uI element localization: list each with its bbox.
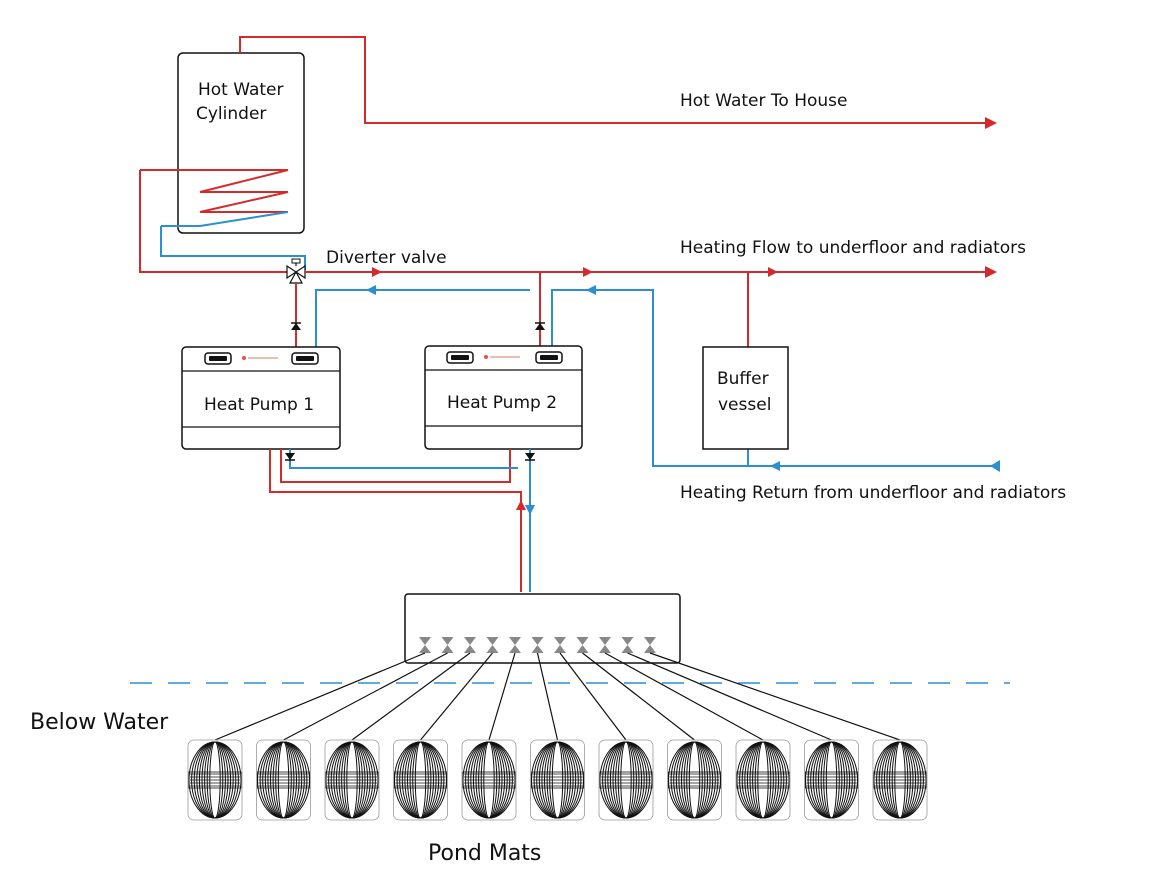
pond-loop-pipes (269, 449, 535, 592)
cylinder-coil-return (161, 211, 289, 227)
hot-water-cylinder-label-line2: Cylinder (196, 104, 266, 124)
pond-mat-coil-icon (804, 739, 859, 821)
manifold-port-valve-icon (621, 637, 634, 653)
manifold-port-valve-icon (644, 637, 656, 653)
mat-feed-line (604, 652, 764, 741)
diverter-valve-icon (286, 258, 306, 284)
pond-mat-coil-icon (530, 739, 585, 821)
heat-pump-2: Heat Pump 2 (424, 345, 583, 450)
manifold-port-valve-icon (599, 637, 611, 653)
pond-mat-coil-icon (872, 739, 928, 821)
mat-feed-line (649, 652, 901, 741)
cylinder-coil (140, 169, 289, 213)
heat-pump-1-label: Heat Pump 1 (204, 395, 314, 415)
mat-feed-line (559, 652, 627, 741)
manifold-port-valve-icon (486, 637, 499, 653)
cylinder-primary-flow (139, 170, 288, 273)
hot-water-cylinder: Hot Water Cylinder (140, 52, 305, 234)
hot-water-to-house-label: Hot Water To House (680, 91, 848, 111)
diverter-valve-label: Diverter valve (326, 248, 447, 268)
manifold (404, 593, 681, 664)
mat-feed-line (627, 652, 832, 741)
hot-water-cylinder-label-line1: Hot Water (198, 80, 284, 100)
manifold-port-valve-icon (419, 637, 431, 653)
below-water-label: Below Water (30, 710, 169, 735)
check-valve-icon (291, 322, 545, 330)
pond-mat-coil-icon (598, 739, 654, 821)
manifold-port-valve-icon (441, 637, 454, 653)
pond-mat-coil-icon (735, 739, 791, 821)
mat-feed-line (420, 652, 493, 741)
pond-mats-group (187, 652, 928, 821)
buffer-vessel-label-line1: Buffer (717, 369, 769, 389)
mat-feed-line (536, 652, 559, 741)
pond-mat-coil-icon (256, 739, 311, 821)
mat-feed-line (214, 652, 426, 741)
cylinder-primary-return (160, 226, 306, 270)
pond-mat-coil-icon (393, 739, 448, 821)
buffer-vessel: Buffer vessel (702, 272, 789, 450)
heating-flow-label: Heating Flow to underfloor and radiators (680, 238, 1026, 258)
mat-feed-line (283, 652, 448, 741)
buffer-vessel-label-line2: vessel (718, 395, 771, 415)
manifold-port-valve-icon (464, 637, 476, 653)
heating-flow-pipe (305, 266, 997, 278)
manifold-port-valve-icon (509, 637, 521, 653)
pond-mat-coil-icon (187, 739, 243, 821)
heating-return-label: Heating Return from underfloor and radia… (680, 483, 1066, 503)
hot-water-to-house-pipe (239, 36, 997, 129)
mat-feed-line (351, 652, 471, 741)
heat-pump-2-label: Heat Pump 2 (447, 393, 557, 413)
manifold-port-valve-icon (576, 637, 589, 653)
pond-mat-coil-icon (324, 739, 380, 821)
manifold-port-valve-icon (531, 637, 544, 653)
mat-feed-line (582, 652, 695, 741)
pond-mats-label: Pond Mats (428, 841, 541, 866)
heat-pump-1: Heat Pump 1 (181, 346, 341, 450)
pond-mat-coil-icon (667, 739, 722, 821)
manifold-port-valve-icon (554, 637, 566, 653)
mat-feed-line (488, 652, 516, 741)
heating-return-header (315, 285, 1000, 472)
pond-mat-coil-icon (461, 739, 517, 821)
